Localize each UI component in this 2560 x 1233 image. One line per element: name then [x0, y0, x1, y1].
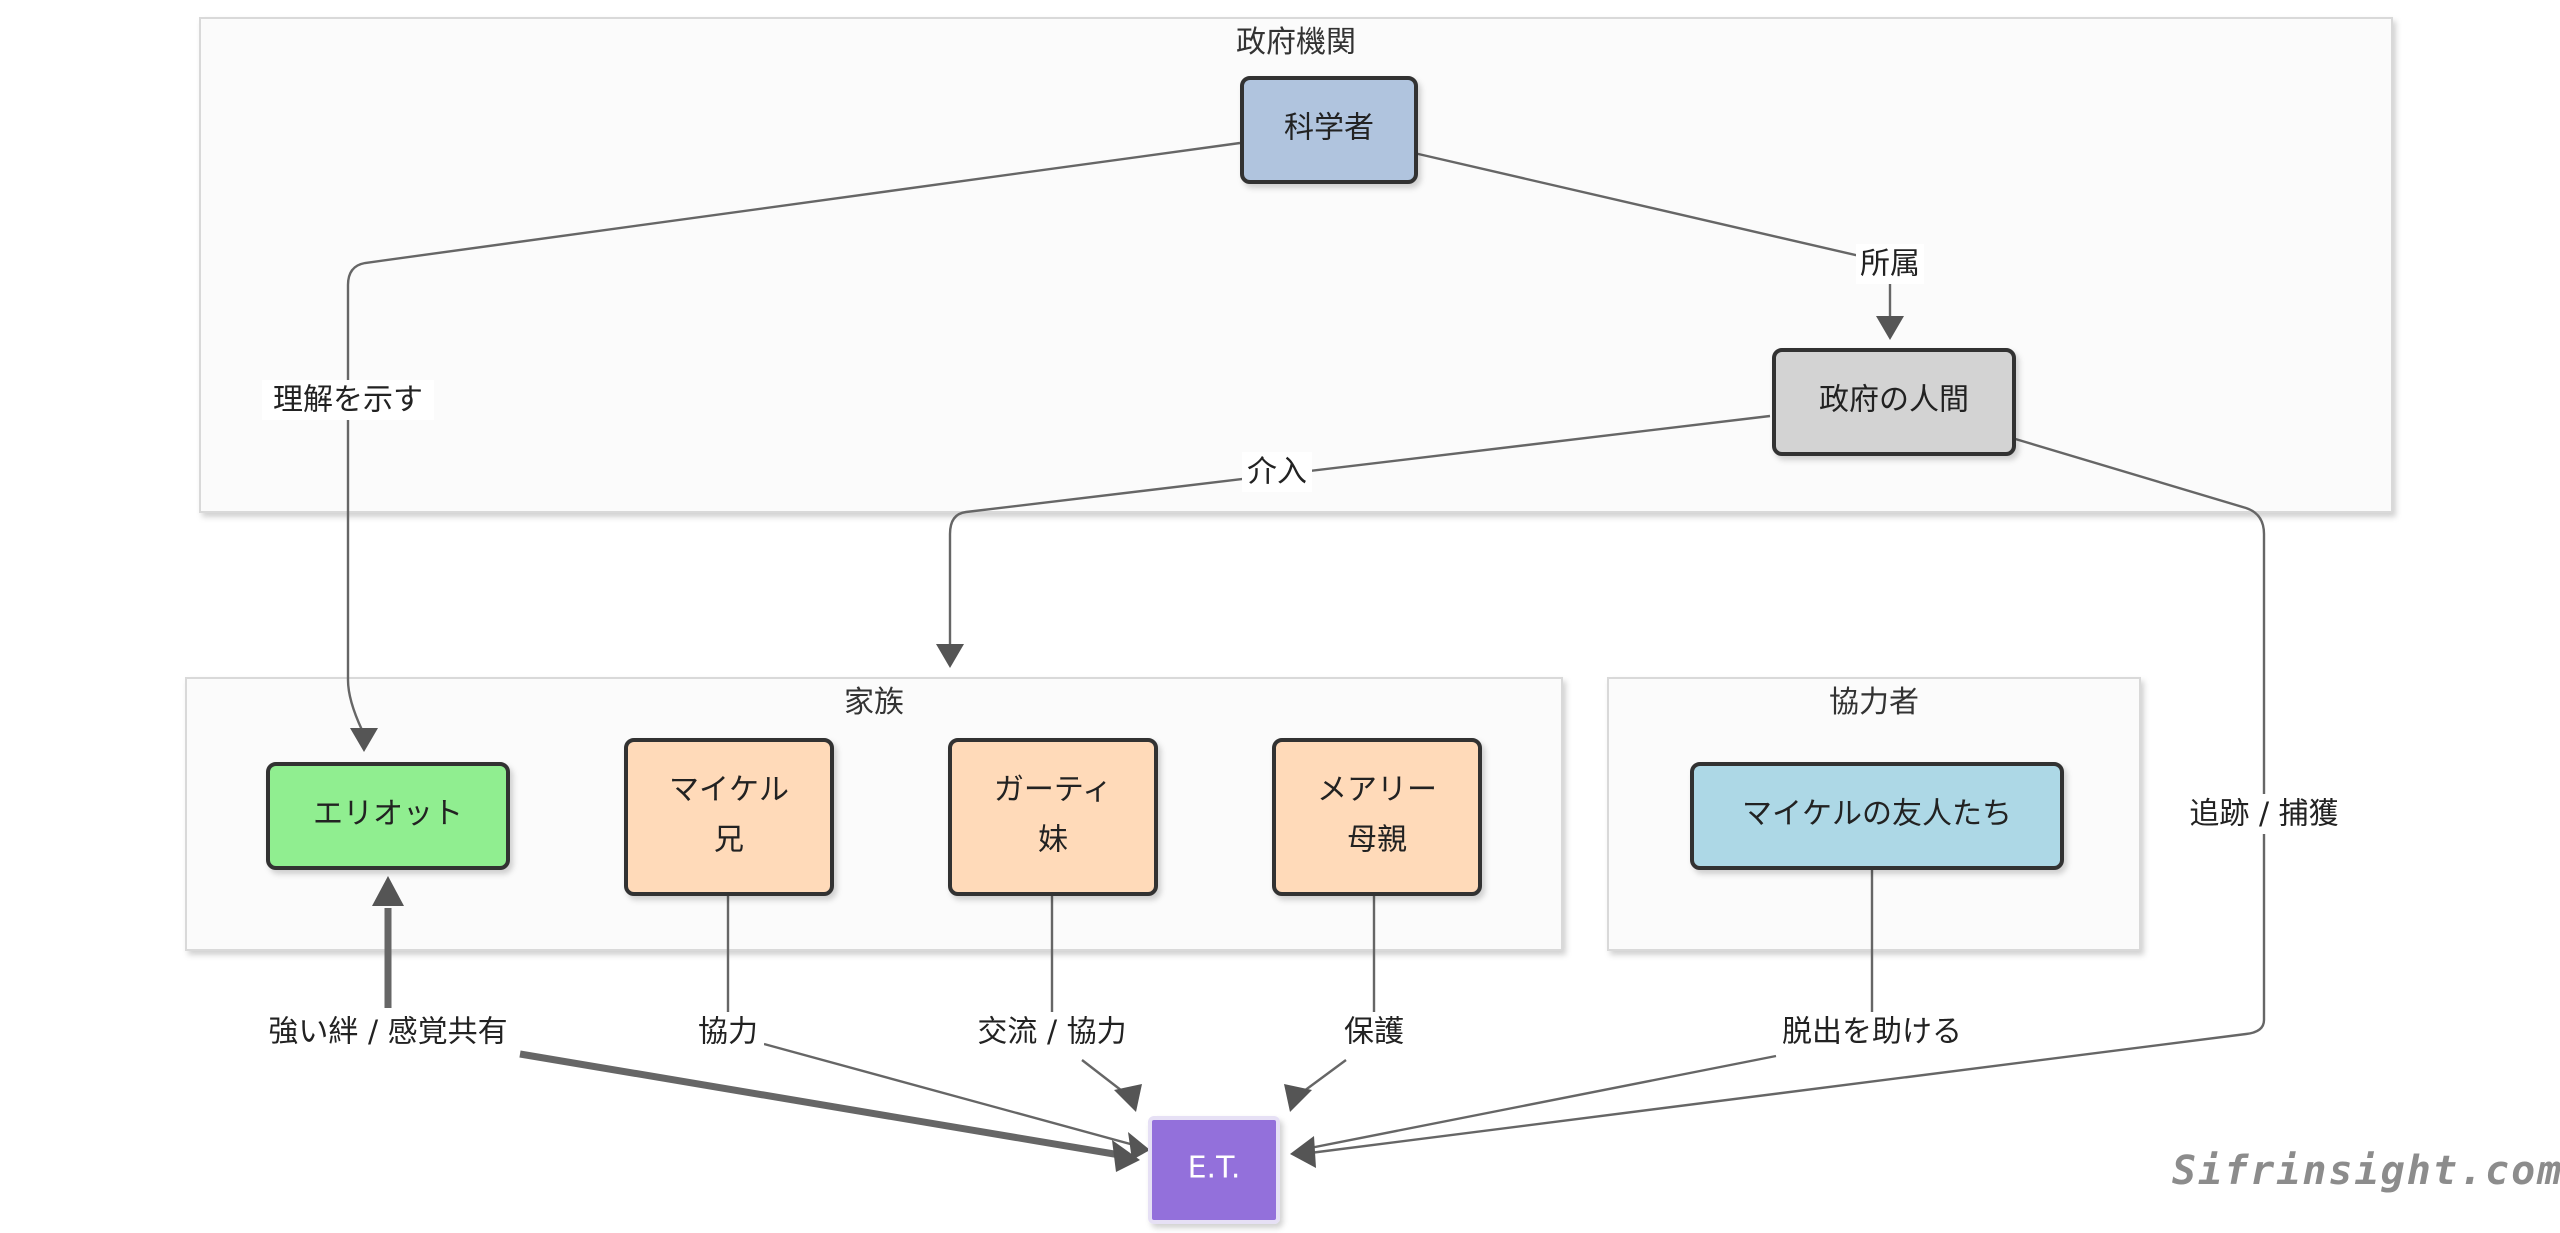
node-scientist-box [1240, 76, 1418, 184]
edge-bond-lower [519, 1050, 1121, 1159]
node-michael-label-1: マイケル [669, 773, 789, 808]
node-friends-label: マイケルの友人たち [1742, 797, 2012, 832]
node-scientist-label: 科学者 [1284, 111, 1374, 146]
node-gov-people-label: 政府の人間 [1819, 383, 1969, 418]
arrowhead-et-protection [1284, 1084, 1312, 1112]
watermark: Sifrinsight.com [2172, 1148, 2560, 1194]
node-elliott[interactable]: エリオット [266, 762, 510, 870]
node-friends-box [1690, 762, 2064, 870]
edge-understanding [346, 141, 1241, 731]
edge-cooperation [726, 896, 1135, 1147]
arrowhead-family [936, 644, 964, 668]
arrowheads [350, 316, 1904, 1172]
edge-label-tracking: 追跡 / 捕獲 [2189, 797, 2338, 832]
node-mary-box [1272, 738, 1482, 896]
arrowhead-elliott-bottom [372, 876, 404, 906]
node-gertie-label-1: ガーティ [994, 773, 1112, 808]
node-et[interactable]: E.T. [1148, 1116, 1280, 1224]
arrowhead-et-exchange [1114, 1084, 1142, 1112]
edge-label-exchange: 交流 / 協力 [977, 1015, 1126, 1050]
edges [346, 141, 2266, 1159]
edge-labels: 所属 理解を示す 介入 追跡 / 捕獲 強い絆 / 感覚共有 協力 交流 / 協… [256, 244, 2344, 1052]
node-gertie-label-2: 妹 [1038, 823, 1068, 858]
node-elliott-box [266, 762, 510, 870]
cluster-family-label: 家族 [844, 685, 904, 720]
edge-protection [1299, 896, 1376, 1095]
node-michael[interactable]: マイケル 兄 [624, 738, 834, 896]
node-elliott-label: エリオット [313, 797, 463, 832]
node-mary[interactable]: メアリー 母親 [1272, 738, 1482, 896]
edge-label-affiliation: 所属 [1860, 247, 1920, 282]
edge-label-intervention: 介入 [1247, 455, 1307, 490]
node-gertie-box [948, 738, 1158, 896]
edge-exchange [1050, 896, 1127, 1095]
edge-label-bond: 強い絆 / 感覚共有 [268, 1015, 507, 1050]
edge-label-escape: 脱出を助ける [1782, 1015, 1962, 1050]
node-et-box [1148, 1116, 1280, 1224]
node-mary-label-2: 母親 [1347, 823, 1407, 858]
node-gov-people[interactable]: 政府の人間 [1772, 348, 2016, 456]
edge-escape [1309, 870, 1874, 1150]
edge-label-understanding: 理解を示す [273, 383, 423, 418]
edge-label-cooperation: 協力 [698, 1015, 758, 1050]
node-michael-label-2: 兄 [714, 823, 744, 858]
arrowhead-elliott-top [350, 728, 378, 752]
node-michael-box [624, 738, 834, 896]
arrowhead-et-cooperation [1128, 1132, 1150, 1160]
cluster-helpers-label: 協力者 [1829, 685, 1919, 720]
node-friends[interactable]: マイケルの友人たち [1690, 762, 2064, 870]
edge-intervention [948, 414, 1771, 645]
cluster-government-label: 政府機関 [1236, 25, 1356, 60]
edge-tracking [1309, 436, 2266, 1155]
node-gov-people-box [1772, 348, 2016, 456]
arrowhead-et-right [1290, 1136, 1316, 1168]
arrowhead-gov-people [1876, 316, 1904, 340]
edge-label-protection: 保護 [1344, 1015, 1404, 1050]
node-gertie[interactable]: ガーティ 妹 [948, 738, 1158, 896]
node-mary-label-1: メアリー [1317, 773, 1437, 808]
node-scientist[interactable]: 科学者 [1240, 76, 1418, 184]
arrowhead-et-bond [1112, 1140, 1140, 1172]
node-et-label: E.T. [1188, 1151, 1241, 1186]
